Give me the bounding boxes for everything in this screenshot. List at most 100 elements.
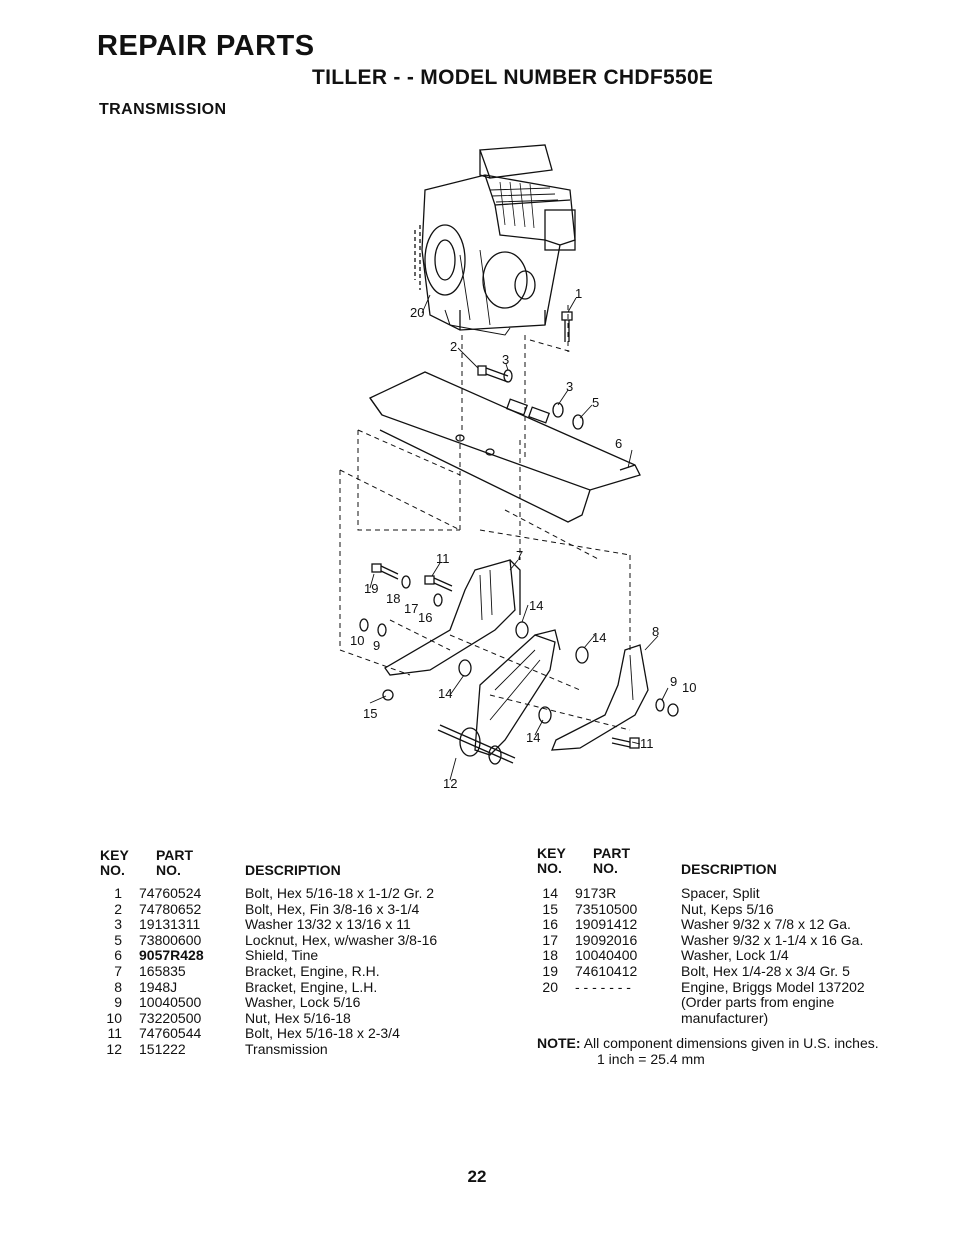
- parts-row: 2 74780652 Bolt, Hex, Fin 3/8-16 x 3-1/4: [96, 900, 419, 918]
- callout-8: 8: [652, 624, 659, 639]
- key-number: 6: [114, 947, 122, 964]
- callout-3: 3: [502, 352, 509, 367]
- part-number: 74610412: [575, 963, 638, 979]
- part-number: 10040500: [139, 994, 202, 1011]
- key-number: 18: [542, 947, 558, 964]
- callout-18: 18: [386, 591, 400, 606]
- part-number: - - - - - - -: [575, 978, 631, 995]
- part-description: Bolt, Hex, Fin 3/8-16 x 3-1/4: [245, 900, 420, 917]
- part-number: 151222: [139, 1041, 186, 1057]
- parts-row: (Order parts from engine: [532, 995, 834, 1011]
- key-number: 19: [542, 963, 558, 979]
- note-block: NOTE: All component dimensions given in …: [537, 1035, 879, 1051]
- hardware-16-19-drawing: [359, 563, 453, 701]
- key-number: 16: [542, 916, 558, 933]
- part-number: 19092016: [575, 931, 638, 948]
- part-description: Nut, Hex 5/16-18: [245, 1009, 351, 1026]
- parts-row: 9 10040500 Washer, Lock 5/16: [96, 994, 360, 1011]
- callout-3-b: 3: [566, 379, 573, 394]
- part-description: Bracket, Engine, R.H.: [245, 963, 380, 979]
- part-number: 1948J: [139, 978, 178, 995]
- key-number: 14: [542, 885, 558, 901]
- parts-row: 17 19092016 Washer 9/32 x 1-1/4 x 16 Ga.: [532, 931, 863, 949]
- part-description: Transmission: [245, 1041, 328, 1057]
- callout-10-left: 10: [350, 633, 364, 648]
- callout-7: 7: [516, 548, 523, 563]
- part-number: 10040400: [575, 947, 638, 964]
- callout-12: 12: [443, 776, 457, 791]
- part-description: Nut, Keps 5/16: [681, 900, 774, 917]
- parts-row: 18 10040400 Washer, Lock 1/4: [532, 947, 788, 964]
- transmission-exploded-diagram: 20 1 2 3 3 5 6 11 7 19 18 17 16 14 14 8 …: [339, 144, 696, 791]
- callout-11-right: 11: [640, 736, 654, 751]
- callout-1: 1: [575, 286, 582, 301]
- washer-3-nut-5-drawing: [552, 402, 584, 430]
- callout-14-b: 14: [592, 630, 606, 645]
- part-description: Washer, Lock 1/4: [681, 947, 789, 964]
- callout-15: 15: [363, 706, 377, 721]
- part-description: Washer 9/32 x 1-1/4 x 16 Ga.: [681, 931, 864, 948]
- part-description: Engine, Briggs Model 137202: [681, 978, 865, 995]
- part-description: Bolt, Hex 5/16-18 x 2-3/4: [245, 1025, 400, 1042]
- part-description: Bolt, Hex 1/4-28 x 3/4 Gr. 5: [681, 963, 850, 979]
- bolt-2-drawing: [477, 365, 513, 383]
- part-description: Washer 13/32 x 13/16 x 11: [245, 916, 411, 933]
- part-description: Washer, Lock 5/16: [245, 994, 361, 1011]
- left-part-header: PART NO.: [156, 847, 194, 878]
- hardware-9-10-11-drawing: [611, 698, 679, 749]
- key-number: 7: [114, 963, 122, 979]
- callout-2: 2: [450, 339, 457, 354]
- callout-14-d: 14: [526, 730, 540, 745]
- key-number: 11: [107, 1025, 122, 1042]
- part-description: (Order parts from engine: [681, 994, 835, 1011]
- model-subtitle: TILLER - - MODEL NUMBER CHDF550E: [312, 66, 714, 89]
- parts-row: 11 74760544 Bolt, Hex 5/16-18 x 2-3/4: [96, 1025, 399, 1042]
- part-number: 74780652: [139, 900, 202, 917]
- parts-row: 19 74610412 Bolt, Hex 1/4-28 x 3/4 Gr. 5: [532, 963, 849, 980]
- parts-row: 3 19131311 Washer 13/32 x 13/16 x 11: [96, 916, 411, 933]
- parts-row: 15 73510500 Nut, Keps 5/16: [532, 900, 773, 918]
- part-number: 19091412: [575, 916, 638, 933]
- callout-19: 19: [364, 581, 378, 596]
- callout-20: 20: [410, 305, 424, 320]
- key-number: 10: [106, 1009, 122, 1026]
- key-number: 17: [542, 931, 558, 948]
- part-number: 73510500: [575, 900, 638, 917]
- key-number: 9: [114, 994, 122, 1011]
- key-number: 20: [542, 978, 558, 995]
- left-key-header: KEY NO.: [100, 847, 129, 878]
- callout-11: 11: [436, 551, 450, 566]
- callout-6: 6: [615, 436, 622, 451]
- part-description: Bracket, Engine, L.H.: [245, 978, 378, 995]
- bracket-8-drawing: [551, 644, 649, 751]
- tine-shield-drawing: [369, 371, 641, 523]
- part-description: Bolt, Hex 5/16-18 x 1-1/2 Gr. 2: [245, 885, 435, 901]
- page-number: 22: [467, 1167, 487, 1186]
- callout-10-right: 10: [682, 680, 696, 695]
- bolt-1-drawing: [561, 311, 573, 342]
- key-number: 15: [542, 900, 558, 917]
- part-description: manufacturer): [681, 1009, 769, 1026]
- parts-row: manufacturer): [532, 1010, 768, 1027]
- part-number: 19131311: [139, 916, 201, 933]
- part-description: Locknut, Hex, w/washer 3/8-16: [245, 931, 438, 948]
- callout-14-a: 14: [529, 598, 543, 613]
- callout-9-right: 9: [670, 674, 677, 689]
- callout-5: 5: [592, 395, 599, 410]
- part-description: Washer 9/32 x 7/8 x 12 Ga.: [681, 916, 851, 933]
- left-description-header: DESCRIPTION: [245, 862, 341, 878]
- parts-row: 16 19091412 Washer 9/32 x 7/8 x 12 Ga.: [532, 916, 850, 933]
- callout-16: 16: [418, 610, 432, 625]
- key-number: 2: [114, 900, 122, 917]
- key-number: 3: [114, 916, 122, 933]
- right-description-header: DESCRIPTION: [681, 861, 777, 877]
- section-title: TRANSMISSION: [99, 101, 227, 118]
- part-number: 74760544: [139, 1025, 202, 1042]
